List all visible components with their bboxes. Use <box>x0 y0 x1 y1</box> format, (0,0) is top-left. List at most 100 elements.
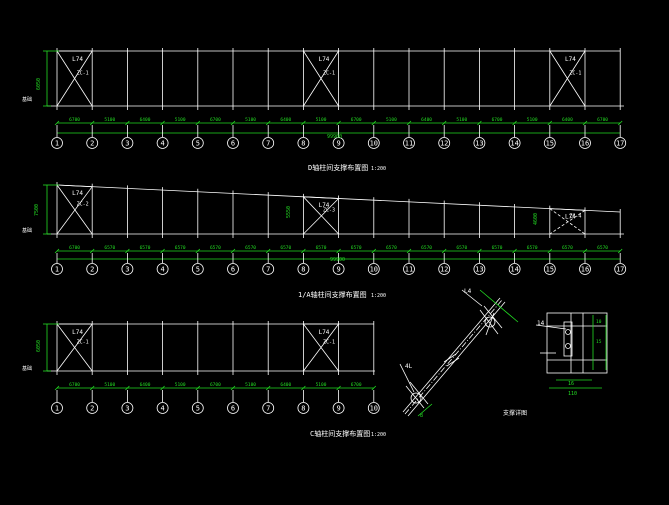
span-dimension: 6400 <box>421 117 432 123</box>
brace-top-strut <box>303 196 339 199</box>
dimension-tick <box>371 120 377 126</box>
axis-number: 17 <box>616 266 624 274</box>
dimension-tick <box>230 385 236 391</box>
brace-mark: ZC-1 <box>77 340 89 346</box>
dimension-tick <box>301 248 306 254</box>
axis-number: 4 <box>160 140 164 148</box>
axis-number: 6 <box>231 140 235 148</box>
dimension-tick <box>89 385 95 391</box>
dimension-tick <box>336 385 341 391</box>
brace-mark: ZC-1 <box>569 71 581 77</box>
axis-bubble <box>508 137 521 149</box>
axis-number: 14 <box>510 266 518 274</box>
dimension-tick <box>582 248 588 254</box>
dimension-tick <box>512 120 517 126</box>
detail-label-l4: L4 <box>464 288 472 295</box>
axis-bubble <box>543 137 556 149</box>
axis-number: 4 <box>160 405 164 413</box>
elev2-level: 基础 <box>22 227 32 234</box>
axis-number: 9 <box>336 140 340 148</box>
axis-bubble <box>403 137 415 149</box>
axis-bubble <box>367 402 380 414</box>
axis-bubble <box>86 137 99 149</box>
axis-bubble <box>579 137 591 149</box>
span-dimension: 5100 <box>527 117 538 123</box>
span-dimension: 6700 <box>210 117 221 123</box>
axis-bubble <box>332 263 345 275</box>
brace-top-strut <box>549 208 586 211</box>
brace-section-mark: L74 <box>72 329 83 336</box>
dimension-tick <box>265 385 271 391</box>
brace-diagonal <box>56 186 93 235</box>
axis-bubble <box>297 402 310 414</box>
dimension-tick <box>54 248 60 254</box>
detail-label-4l: 4L <box>405 363 413 370</box>
span-dimension: 6570 <box>421 245 432 251</box>
axis-bubble <box>121 137 134 149</box>
dimension-tick <box>441 120 447 126</box>
span-dimension: 6700 <box>597 117 608 123</box>
dimension-tick <box>301 120 306 126</box>
axis-bubble <box>262 137 275 149</box>
brace-section-mark: L74 <box>319 202 330 209</box>
span-dimension: 5100 <box>175 382 186 388</box>
dimension-tick <box>582 120 588 126</box>
brace-mark: ZC-1 <box>323 340 335 346</box>
axis-number: 3 <box>125 266 129 274</box>
axis-number: 16 <box>581 140 589 148</box>
dimension-tick <box>160 248 165 254</box>
dimension-tick <box>371 385 377 391</box>
dimension-tick <box>54 385 60 391</box>
axis-number: 3 <box>125 405 129 413</box>
axis-bubble <box>614 263 627 275</box>
axis-number: 10 <box>370 266 378 274</box>
brace-diagonal <box>56 184 93 235</box>
dimension-tick <box>336 120 341 126</box>
plate-label-14: 14 <box>537 320 545 327</box>
brace-diagonal <box>56 323 93 372</box>
axis-number: 2 <box>90 266 94 274</box>
span-dimension: 6570 <box>245 245 256 251</box>
brace-diagonal <box>303 323 339 372</box>
brace-diagonal <box>549 208 586 235</box>
span-dimension: 6400 <box>280 382 291 388</box>
brace-diagonal <box>56 50 93 107</box>
elev2-total: 99900 <box>330 257 345 263</box>
dimension-tick <box>547 248 553 254</box>
brace-section-mark: L74 <box>565 56 576 63</box>
axis-bubble <box>367 137 380 149</box>
axis-number: 9 <box>336 266 340 274</box>
brace-section-mark: L74 <box>565 214 576 221</box>
span-dimension: 6570 <box>562 245 573 251</box>
dimension-tick <box>54 120 60 126</box>
axis-number: 7 <box>266 140 270 148</box>
axis-bubble <box>543 263 556 275</box>
axis-number: 8 <box>301 140 305 148</box>
elev1-title: D轴柱间支撑布置图 <box>308 163 368 172</box>
brace-detail: L4 4L 8 <box>399 288 519 419</box>
axis-number: 13 <box>475 266 483 274</box>
brace-mark: ZC-4 <box>569 213 581 219</box>
dimension-tick <box>477 248 482 254</box>
axis-number: 10 <box>370 405 378 413</box>
dimension-tick <box>617 248 623 254</box>
axis-number: 11 <box>405 266 413 274</box>
axis-number: 6 <box>231 266 235 274</box>
axis-bubble <box>156 402 169 414</box>
dimension-tick <box>477 120 482 126</box>
axis-bubble <box>297 137 310 149</box>
dimension-tick <box>230 248 236 254</box>
axis-number: 8 <box>301 405 305 413</box>
span-dimension: 6570 <box>527 245 538 251</box>
axis-number: 7 <box>266 405 270 413</box>
span-dimension: 6570 <box>386 245 397 251</box>
elev1-scale: 1:200 <box>371 166 386 172</box>
axis-number: 5 <box>196 405 200 413</box>
dimension-tick <box>160 120 165 126</box>
elev2-height-2: 5550 <box>286 206 292 218</box>
span-dimension: 6570 <box>140 245 151 251</box>
axis-number: 15 <box>546 140 554 148</box>
axis-bubble <box>262 402 275 414</box>
axis-number: 2 <box>90 140 94 148</box>
span-dimension: 6400 <box>140 117 151 123</box>
